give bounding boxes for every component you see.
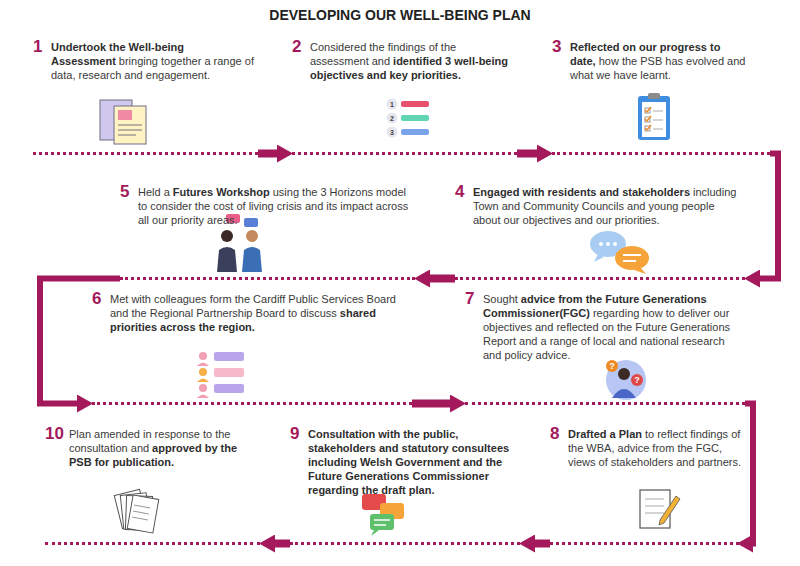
papers-icon bbox=[114, 489, 158, 533]
step-box: 4 Engaged with residents and stakeholders… bbox=[455, 185, 745, 280]
step-number: 9 bbox=[290, 424, 299, 444]
documents-icon bbox=[100, 100, 146, 144]
step-box: 1 Undertook the Well-being Assessmentbrin… bbox=[33, 40, 258, 155]
step-number: 2 bbox=[292, 37, 301, 57]
step-box: 10Plan amended in response to the consul… bbox=[45, 427, 260, 545]
step-number: 8 bbox=[550, 424, 559, 444]
step-text: Undertook the Well-being Assessmentbring… bbox=[51, 40, 258, 82]
step-text: Held aFutures Workshopusing the 3 Horizo… bbox=[138, 185, 415, 227]
question-mark: ? bbox=[609, 362, 615, 371]
flow-arrow bbox=[258, 150, 278, 158]
step-box: 5 Held aFutures Workshopusing the 3 Horiz… bbox=[120, 185, 415, 280]
step-description: Drafted a Plan bbox=[568, 428, 642, 440]
step-box: 7 Soughtadvice from the Future Generation… bbox=[465, 292, 745, 405]
step-number: 7 bbox=[465, 289, 474, 309]
question-mark: ? bbox=[634, 376, 640, 385]
question-icon bbox=[606, 360, 646, 400]
step-description: Held a bbox=[138, 186, 170, 198]
flow-arrow bbox=[517, 150, 538, 158]
speech-bubbles-icon bbox=[590, 231, 649, 274]
step-box: 3 Reflected on our progress to date,how t… bbox=[552, 40, 770, 155]
step-box: 6 Met with colleagues form the Cardiff Pu… bbox=[92, 292, 412, 405]
step-description: Futures Workshop bbox=[173, 186, 270, 198]
step-box: 2 Considered the findings of the assessme… bbox=[292, 40, 517, 155]
step-text: Considered the findings of the assessmen… bbox=[310, 40, 517, 82]
step-text: Drafted a Planto reflect findings of the… bbox=[568, 427, 745, 469]
flow-arrow bbox=[745, 404, 753, 544]
step-box: 9 Consultation with the public, stakehold… bbox=[290, 427, 520, 545]
step-box: 8 Drafted a Planto reflect findings of th… bbox=[550, 427, 745, 545]
list-number: 2 bbox=[390, 115, 394, 122]
step-text: Met with colleagues form the Cardiff Pub… bbox=[110, 292, 412, 334]
list-number: 3 bbox=[390, 129, 394, 136]
chat-icon bbox=[362, 494, 404, 536]
step-text: Reflected on our progress to date,how th… bbox=[570, 40, 770, 82]
list-number: 1 bbox=[390, 101, 394, 108]
diagram-title: DEVELOPING OUR WELL-BEING PLAN bbox=[0, 7, 800, 23]
flow-arrow bbox=[534, 540, 550, 548]
flow-arrow bbox=[759, 154, 778, 279]
step-description: Sought bbox=[483, 293, 518, 305]
clipboard-icon bbox=[638, 93, 670, 140]
step-number: 5 bbox=[120, 182, 129, 202]
step-text: Plan amended in response to the consulta… bbox=[69, 427, 260, 469]
step-number: 10 bbox=[45, 424, 64, 444]
step-number: 4 bbox=[455, 182, 464, 202]
step-number: 1 bbox=[33, 37, 42, 57]
step-number: 3 bbox=[552, 37, 561, 57]
step-text: Soughtadvice from the Future Generations… bbox=[483, 292, 745, 362]
flow-arrow bbox=[40, 279, 120, 404]
step-text: Engaged with residents and stakeholdersi… bbox=[473, 185, 745, 227]
flow-arrow bbox=[429, 275, 455, 283]
flow-arrow bbox=[412, 400, 451, 408]
step-description: Consultation with the public, stakeholde… bbox=[308, 428, 509, 496]
step-number: 6 bbox=[92, 289, 101, 309]
discussion-icon bbox=[197, 352, 244, 398]
step-description: how the PSB has evolved and what we have… bbox=[570, 55, 745, 81]
step-description: Engaged with residents and stakeholders bbox=[473, 186, 690, 198]
list-icon bbox=[387, 99, 430, 138]
flow-arrow bbox=[274, 540, 290, 548]
notepad-icon bbox=[640, 490, 680, 528]
step-text: Consultation with the public, stakeholde… bbox=[308, 427, 520, 497]
